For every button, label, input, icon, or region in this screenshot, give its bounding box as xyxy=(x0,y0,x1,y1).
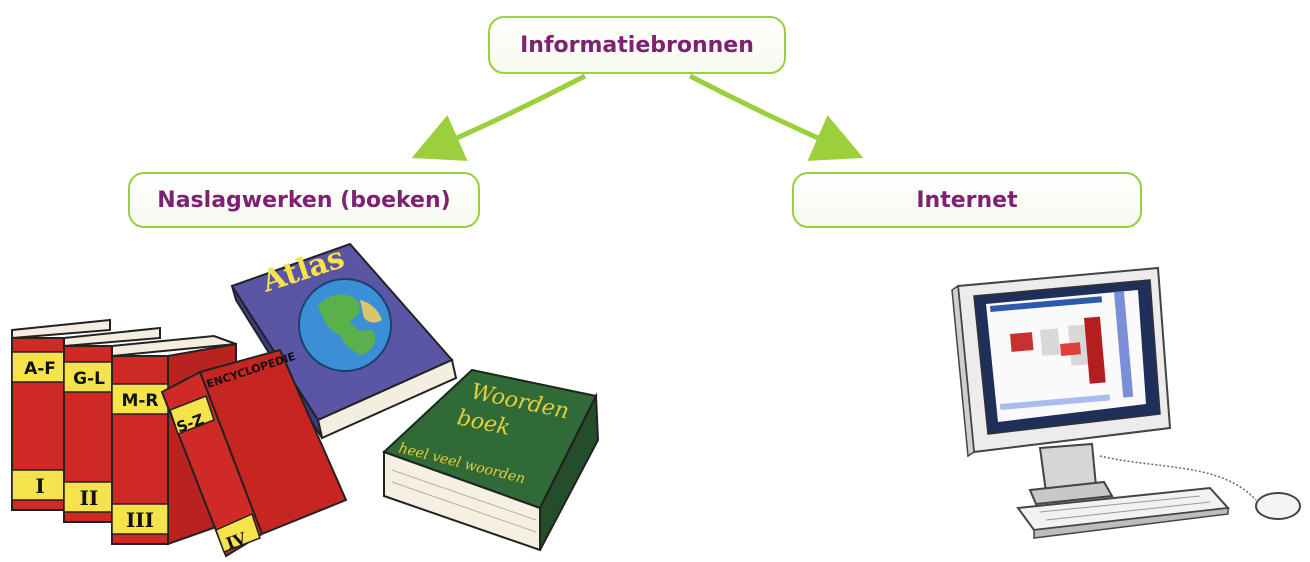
node-informatiebronnen: Informatiebronnen xyxy=(488,16,786,74)
dictionary-book: Woorden boek heel veel woorden xyxy=(382,368,600,552)
node-naslagwerken: Naslagwerken (boeken) xyxy=(128,172,480,228)
arrow-to-naslagwerken xyxy=(411,73,587,161)
keyboard xyxy=(1016,486,1231,539)
monitor xyxy=(951,266,1172,458)
volume-letters: G-L xyxy=(73,369,105,389)
volume-letters: M-R xyxy=(121,391,158,411)
encyclopedia-volume-2: G-L II xyxy=(63,326,161,523)
node-internet: Internet xyxy=(792,172,1142,228)
encyclopedia-volume-1: A-F I xyxy=(11,318,111,511)
volume-numeral: I xyxy=(35,474,44,498)
volume-letters: A-F xyxy=(24,359,56,379)
encyclopedia-volume-4: S-Z IV ENCYCLOPEDIE xyxy=(160,348,348,558)
volume-numeral: II xyxy=(80,486,99,510)
node-label: Informatiebronnen xyxy=(520,32,754,58)
volume-numeral: III xyxy=(126,508,154,532)
node-label: Naslagwerken (boeken) xyxy=(157,187,451,213)
monitor-stand xyxy=(1028,442,1114,506)
arrow-to-internet xyxy=(688,73,864,161)
node-label: Internet xyxy=(916,187,1018,213)
mouse xyxy=(1099,455,1301,520)
